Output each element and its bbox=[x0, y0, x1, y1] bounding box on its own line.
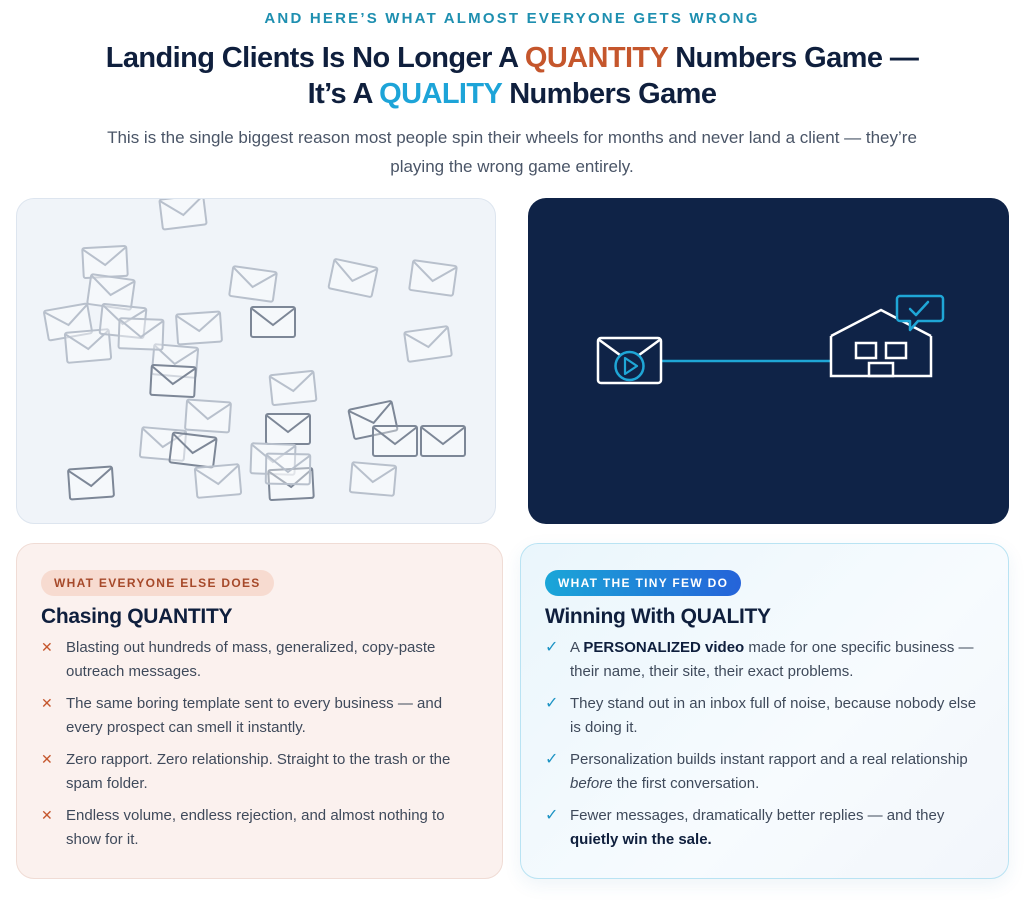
quantity-pill: WHAT EVERYONE ELSE DOES bbox=[41, 570, 274, 596]
check-mark-icon: ✓ bbox=[545, 639, 559, 656]
quality-pill: WHAT THE TINY FEW DO bbox=[545, 570, 742, 596]
envelope-icon bbox=[67, 465, 115, 501]
envelope-icon bbox=[327, 258, 379, 298]
house-icon bbox=[829, 308, 933, 378]
envelope-icon bbox=[158, 199, 208, 231]
quantity-title: Chasing QUANTITY bbox=[41, 605, 233, 628]
list-item: ✕ Blasting out hundreds of mass, generali… bbox=[41, 636, 478, 683]
quality-scene bbox=[596, 294, 945, 385]
list-item-text: the first conversation. bbox=[612, 774, 760, 792]
quality-illustration bbox=[528, 198, 1009, 524]
envelope-icon bbox=[150, 343, 200, 379]
envelope-icon bbox=[193, 463, 243, 499]
envelope-icon bbox=[63, 328, 113, 364]
x-mark-icon: ✕ bbox=[41, 695, 53, 711]
headline-part-4: Numbers Game bbox=[501, 78, 717, 110]
envelope-icon bbox=[250, 306, 296, 338]
quantity-list: ✕ Blasting out hundreds of mass, generali… bbox=[41, 636, 478, 851]
headline-quantity: QUANTITY bbox=[524, 42, 668, 74]
section-eyebrow: AND HERE’S WHAT ALMOST EVERYONE GETS WRO… bbox=[264, 10, 760, 27]
envelope-icon bbox=[347, 400, 399, 440]
list-item: ✓ Fewer messages, dramatically better rep… bbox=[545, 804, 984, 851]
list-item: ✕ Endless volume, endless rejection, and … bbox=[41, 804, 478, 851]
headline-part-2: Numbers Game — bbox=[667, 42, 919, 74]
chat-check-icon bbox=[895, 294, 945, 332]
quantity-card: WHAT EVERYONE ELSE DOES Chasing QUANTITY… bbox=[16, 543, 503, 879]
x-mark-icon: ✕ bbox=[41, 751, 53, 767]
list-item-text: Zero rapport. Zero relationship. Straigh… bbox=[66, 751, 451, 792]
list-item-text: Blasting out hundreds of mass, generaliz… bbox=[66, 639, 436, 680]
list-item-text: Fewer messages, dramatically better repl… bbox=[570, 807, 945, 824]
list-item-emphasis: before bbox=[570, 774, 613, 792]
quality-list: ✓ A PERSONALIZED video made for one speci… bbox=[545, 636, 984, 851]
envelope-icon bbox=[228, 265, 278, 303]
envelope-icon bbox=[168, 431, 218, 469]
video-envelope-icon bbox=[596, 336, 663, 385]
envelope-icon bbox=[265, 413, 311, 445]
list-item-text: Personalization builds instant rapport a… bbox=[570, 751, 968, 768]
list-item: ✕ The same boring template sent to every … bbox=[41, 692, 478, 739]
envelope-icon bbox=[175, 310, 223, 346]
check-mark-icon: ✓ bbox=[545, 695, 559, 712]
quantity-illustration bbox=[16, 198, 496, 524]
list-item-emphasis: quietly win the sale. bbox=[570, 830, 712, 848]
list-item-emphasis: PERSONALIZED video bbox=[583, 639, 745, 656]
envelope-icon bbox=[348, 461, 398, 497]
envelope-icon bbox=[149, 363, 197, 399]
list-item-text: They stand out in an inbox full of noise… bbox=[570, 695, 977, 736]
headline-part-3: It’s A bbox=[307, 78, 380, 110]
envelope-icon bbox=[86, 273, 136, 311]
envelope-icon bbox=[184, 398, 232, 434]
list-item-text: A bbox=[570, 639, 584, 656]
envelope-icon bbox=[268, 369, 318, 407]
envelope-icon bbox=[264, 452, 312, 486]
quality-title: Winning With QUALITY bbox=[545, 605, 771, 628]
envelope-icon bbox=[403, 325, 453, 363]
quality-card: WHAT THE TINY FEW DO Winning With QUALIT… bbox=[520, 543, 1009, 879]
list-item: ✕ Zero rapport. Zero relationship. Straig… bbox=[41, 748, 478, 795]
x-mark-icon: ✕ bbox=[41, 639, 53, 655]
envelope-icon bbox=[408, 259, 458, 297]
headline-part-1: Landing Clients Is No Longer A bbox=[105, 42, 525, 74]
list-item: ✓ They stand out in an inbox full of nois… bbox=[545, 692, 984, 739]
subtitle: This is the single biggest reason most p… bbox=[107, 128, 917, 176]
check-mark-icon: ✓ bbox=[545, 807, 559, 824]
check-mark-icon: ✓ bbox=[545, 751, 559, 768]
list-item-text: Endless volume, endless rejection, and a… bbox=[66, 807, 445, 848]
scattered-envelopes-icon bbox=[43, 199, 466, 502]
envelope-icon bbox=[372, 425, 418, 457]
envelope-icon bbox=[81, 244, 129, 280]
headline-quality: QUALITY bbox=[379, 78, 502, 110]
list-item-text: made for one specific business — their n… bbox=[570, 639, 974, 680]
x-mark-icon: ✕ bbox=[41, 807, 53, 823]
list-item: ✓ A PERSONALIZED video made for one speci… bbox=[545, 636, 984, 683]
envelope-icon bbox=[117, 317, 165, 351]
headline: Landing Clients Is No Longer A QUANTITY … bbox=[0, 40, 1024, 112]
list-item: ✓ Personalization builds instant rapport … bbox=[545, 748, 984, 795]
envelope-icon bbox=[420, 425, 466, 457]
list-item-text: The same boring template sent to every b… bbox=[66, 695, 443, 736]
